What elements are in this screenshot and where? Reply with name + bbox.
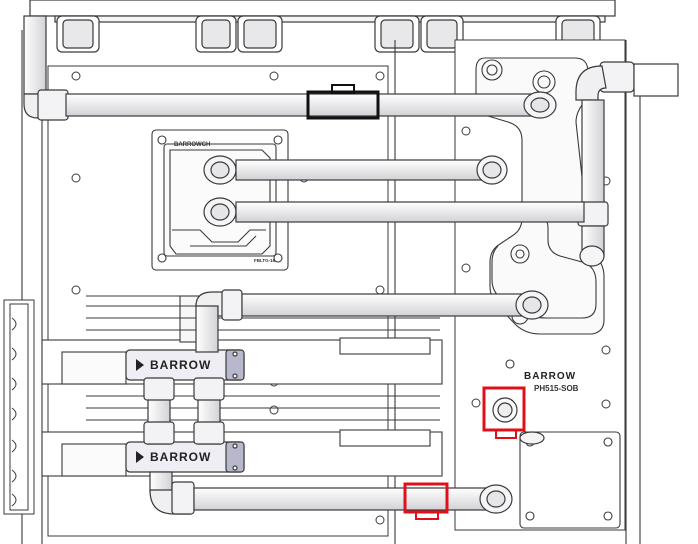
distro-plate-brand: BARROW <box>524 371 576 382</box>
cpu-block-model: FBLTG-16 <box>254 258 276 263</box>
outer-panel-block <box>633 63 679 97</box>
fan-clip-2 <box>195 15 237 53</box>
fitting-gpu-top <box>221 289 243 321</box>
fan-clip-4 <box>374 15 420 53</box>
tube-right-vertical <box>581 99 605 211</box>
gpu-bridge-fitting-top-left <box>143 377 175 401</box>
black-fitting-marker <box>306 84 380 120</box>
gpu-bridge-fitting-top-right <box>193 377 225 401</box>
fitting-pump-top <box>519 431 545 445</box>
tube-gpu-top-horizontal <box>241 293 531 317</box>
red-port-marker-upper <box>482 386 526 439</box>
tube-cpu-lower <box>235 201 585 223</box>
gpu-bracket <box>3 299 35 515</box>
fitting-top-left <box>37 89 69 121</box>
cpu-block-brand: BARROWCH <box>174 142 210 148</box>
tube-gpu-bottom-vertical <box>149 471 173 493</box>
gpu-bottom-badge: BARROW <box>150 450 211 464</box>
fitting-gpu-bottom <box>171 481 195 515</box>
tube-top-main <box>65 93 543 117</box>
distro-plate-model: PH515-SOB <box>534 384 579 393</box>
gpu-top-terminal <box>125 349 245 381</box>
red-port-marker-lower <box>403 482 449 520</box>
fan-clip-5 <box>420 15 464 53</box>
fitting-right-bottom <box>579 245 605 267</box>
tube-bottom-horizontal <box>193 487 495 511</box>
distro-plate-label: BARROW PH515-SOB <box>524 371 579 393</box>
elbow-top-right <box>575 65 607 101</box>
fan-clip-3 <box>237 15 283 53</box>
fan-clip-1 <box>56 15 100 53</box>
gpu-bottom-terminal <box>125 441 245 473</box>
gpu-bridge-fitting-bottom-right <box>193 421 225 445</box>
tube-top-left-vertical <box>23 15 47 95</box>
elbow-gpu-top <box>195 291 225 317</box>
pump-cover-plate <box>519 431 621 529</box>
gpu-bridge-fitting-bottom-left <box>143 421 175 445</box>
hard-tubing <box>23 15 679 515</box>
tube-cpu-upper <box>235 159 499 181</box>
gpu-top-badge: BARROW <box>150 358 211 372</box>
tube-gpu-top-vertical <box>195 303 219 353</box>
